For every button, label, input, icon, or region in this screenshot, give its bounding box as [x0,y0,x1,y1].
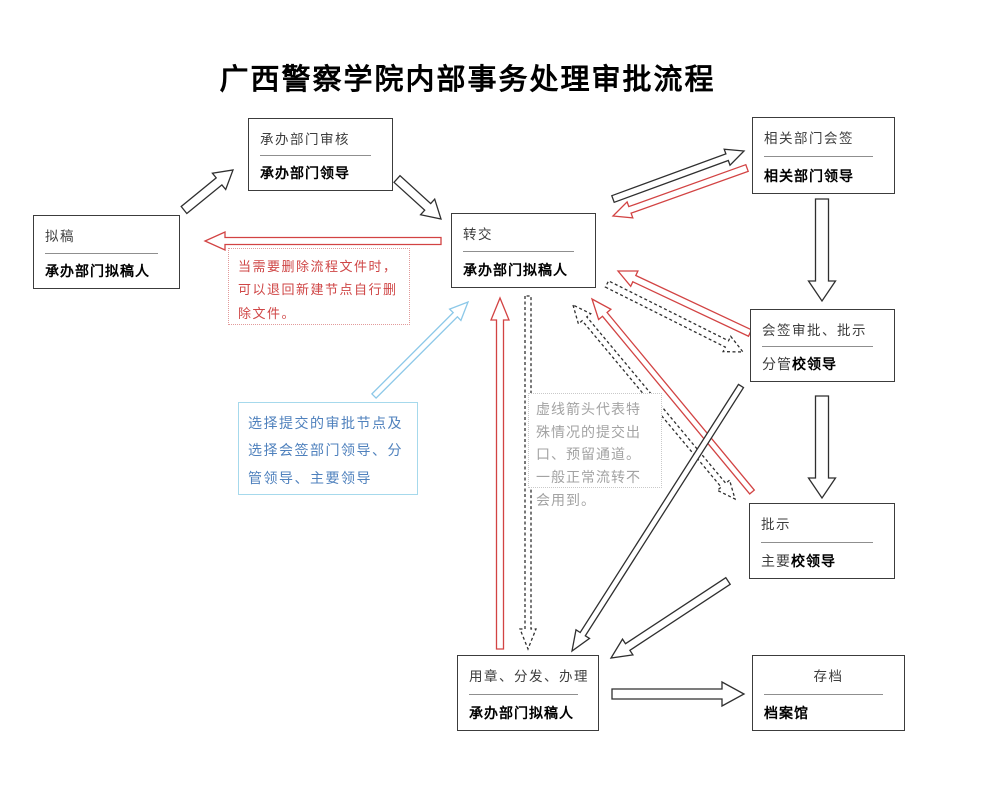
node-divider [45,252,159,254]
arrow-selectnote-to-transfer [370,300,470,400]
arrow-review-to-transfer [393,174,442,220]
arrow-transfer-to-approve-dashed [604,280,745,353]
arrow-countersign-to-approve [807,198,837,303]
arrow-transfer-to-draft [203,230,442,252]
arrow-transfer-to-countersign [610,148,746,204]
node-instruct: 批示主要校领导 [749,503,895,579]
note-dashed-note: 虚线箭头代表特殊情况的提交出口、预留通道。一般正常流转不会用到。 [528,393,662,509]
node-countersign-approve: 会签审批、批示分管校领导 [750,309,895,382]
node-role-bold: 承办部门拟稿人 [45,265,150,280]
node-divider [762,346,874,347]
node-role-label: 承办部门拟稿人 [469,703,587,723]
node-transfer: 转交承办部门拟稿人 [451,213,596,288]
node-divider [463,251,575,252]
node-role-bold: 校领导 [792,358,837,373]
node-role-label: 承办部门拟稿人 [463,260,584,280]
node-draft: 拟稿承办部门拟稿人 [33,215,180,289]
node-related-countersign: 相关部门会签相关部门领导 [752,117,895,194]
node-role-label: 相关部门领导 [764,166,883,186]
arrow-approve-to-instruct [807,395,837,500]
node-role-bold: 承办部门拟稿人 [463,264,568,279]
node-role-bold: 承办部门拟稿人 [469,707,574,722]
node-divider [764,693,883,695]
node-role-bold: 相关部门领导 [764,170,854,185]
node-role-bold: 承办部门领导 [260,167,350,182]
node-role-label: 档案馆 [764,703,893,723]
node-step-label: 相关部门会签 [764,131,854,146]
node-step-label: 承办部门审核 [260,132,350,147]
node-role-bold: 档案馆 [764,707,809,722]
node-divider [260,155,372,156]
note-select-note: 选择提交的审批节点及选择会签部门领导、分管领导、主要领导 [238,402,418,495]
arrow-seal-to-transfer [490,296,510,650]
node-role-bold: 校领导 [791,555,836,570]
node-step-label: 会签审批、批示 [762,323,867,338]
node-role-label: 分管校领导 [762,354,883,374]
node-seal-distribute-handle: 用章、分发、办理承办部门拟稿人 [457,655,599,731]
arrow-seal-to-archive [611,680,746,708]
node-department-review: 承办部门审核承办部门领导 [248,118,393,191]
node-step-label: 存档 [813,669,844,684]
arrow-draft-to-review [180,169,234,215]
note-delete-note: 当需要删除流程文件时，可以退回新建节点自行删除文件。 [228,248,410,325]
arrow-instruct-to-transfer [590,297,756,495]
node-step-label: 拟稿 [45,229,75,244]
node-divider [469,693,578,695]
node-role-prefix: 主要 [761,555,791,570]
node-role-label: 承办部门领导 [260,163,381,183]
node-role-prefix: 分管 [762,358,792,373]
page-title: 广西警察学院内部事务处理审批流程 [219,64,716,96]
node-archive: 存档档案馆 [752,655,905,731]
arrow-countersign-to-transfer [611,163,750,219]
node-step-label: 用章、分发、办理 [469,669,589,684]
arrow-approve-to-transfer [616,270,753,338]
node-divider [761,541,874,543]
arrow-approve-to-seal [571,383,745,653]
node-role-label: 主要校领导 [761,551,883,571]
arrow-instruct-to-seal [609,576,732,659]
node-divider [764,156,874,157]
node-role-label: 承办部门拟稿人 [45,261,168,281]
node-step-label: 批示 [761,517,791,532]
node-step-label: 转交 [463,227,493,242]
